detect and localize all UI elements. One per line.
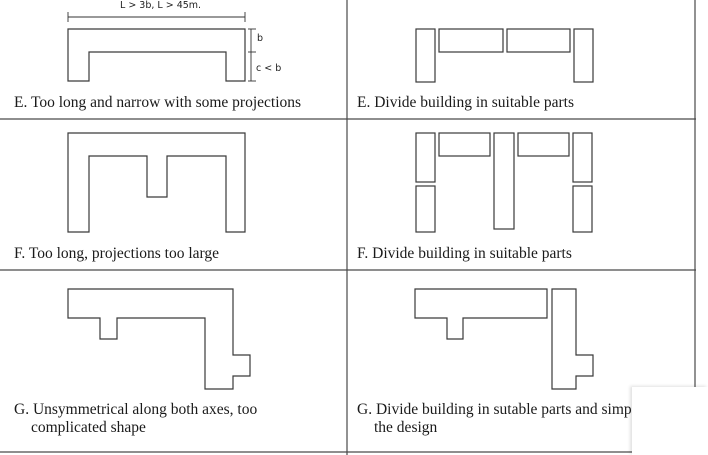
caption-f-right: F. Divide building in suitable parts	[357, 245, 572, 262]
shape-g-unsymmetrical	[67, 288, 251, 390]
overlay-panel	[632, 387, 708, 455]
caption-f-left: F. Too long, projections too large	[14, 245, 220, 262]
caption-g-right-line2: the design	[374, 419, 438, 436]
dimension-label-b: b	[257, 33, 264, 44]
shape-f-large-projections	[67, 132, 246, 233]
caption-e-right: E. Divide building in suitable parts	[357, 94, 574, 111]
caption-e-left: E. Too long and narrow with some project…	[14, 94, 302, 111]
dimension-lines	[67, 12, 256, 82]
shape-g-divided	[414, 288, 594, 390]
caption-g-right-line1: G. Divide building in sutable parts and …	[357, 401, 632, 418]
shape-e-divided	[415, 28, 594, 83]
caption-g-left-line2: complicated shape	[31, 419, 146, 436]
shape-e-long-narrow	[67, 28, 246, 82]
caption-g-left-line1: G. Unsymmetrical along both axes, too	[14, 401, 258, 418]
dimension-label-length: L > 3b, L > 45m.	[120, 0, 202, 11]
shape-f-divided	[415, 132, 593, 233]
dimension-label-c: c < b	[256, 63, 282, 74]
